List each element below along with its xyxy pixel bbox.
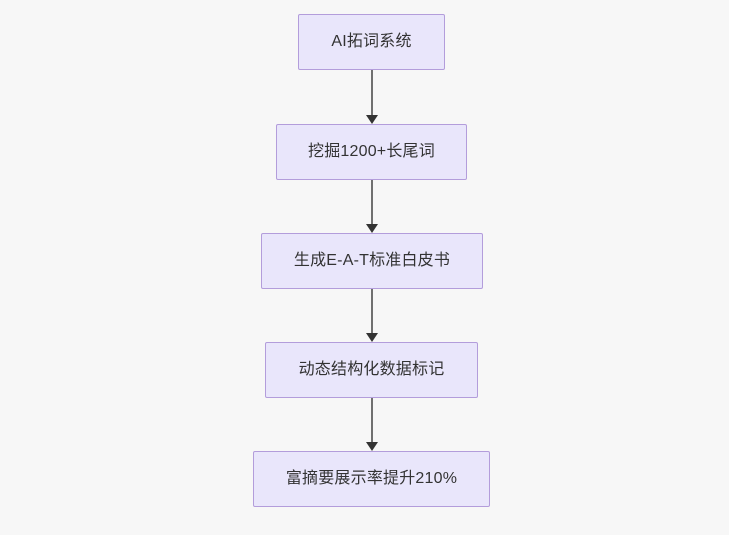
- arrowhead-icon: [366, 224, 378, 233]
- edge-line: [371, 180, 373, 226]
- flow-edge-n2-n3: [366, 180, 378, 233]
- flow-edge-n3-n4: [366, 289, 378, 342]
- flow-node-n4[interactable]: 动态结构化数据标记: [265, 342, 478, 398]
- flow-node-label: 挖掘1200+长尾词: [308, 143, 435, 161]
- flow-node-n2[interactable]: 挖掘1200+长尾词: [276, 124, 467, 180]
- edge-line: [371, 398, 373, 444]
- arrowhead-icon: [366, 442, 378, 451]
- flow-edge-n4-n5: [366, 398, 378, 451]
- flow-node-n1[interactable]: AI拓词系统: [298, 14, 445, 70]
- flow-edge-n1-n2: [366, 70, 378, 124]
- flow-node-label: 富摘要展示率提升210%: [285, 470, 458, 488]
- edge-line: [371, 70, 373, 117]
- arrowhead-icon: [366, 115, 378, 124]
- flow-node-label: 动态结构化数据标记: [298, 361, 445, 379]
- flow-node-n3[interactable]: 生成E-A-T标准白皮书: [261, 233, 483, 289]
- flow-node-label: AI拓词系统: [331, 33, 412, 51]
- flow-node-label: 生成E-A-T标准白皮书: [293, 252, 451, 270]
- edge-line: [371, 289, 373, 335]
- arrowhead-icon: [366, 333, 378, 342]
- flow-node-n5[interactable]: 富摘要展示率提升210%: [253, 451, 490, 507]
